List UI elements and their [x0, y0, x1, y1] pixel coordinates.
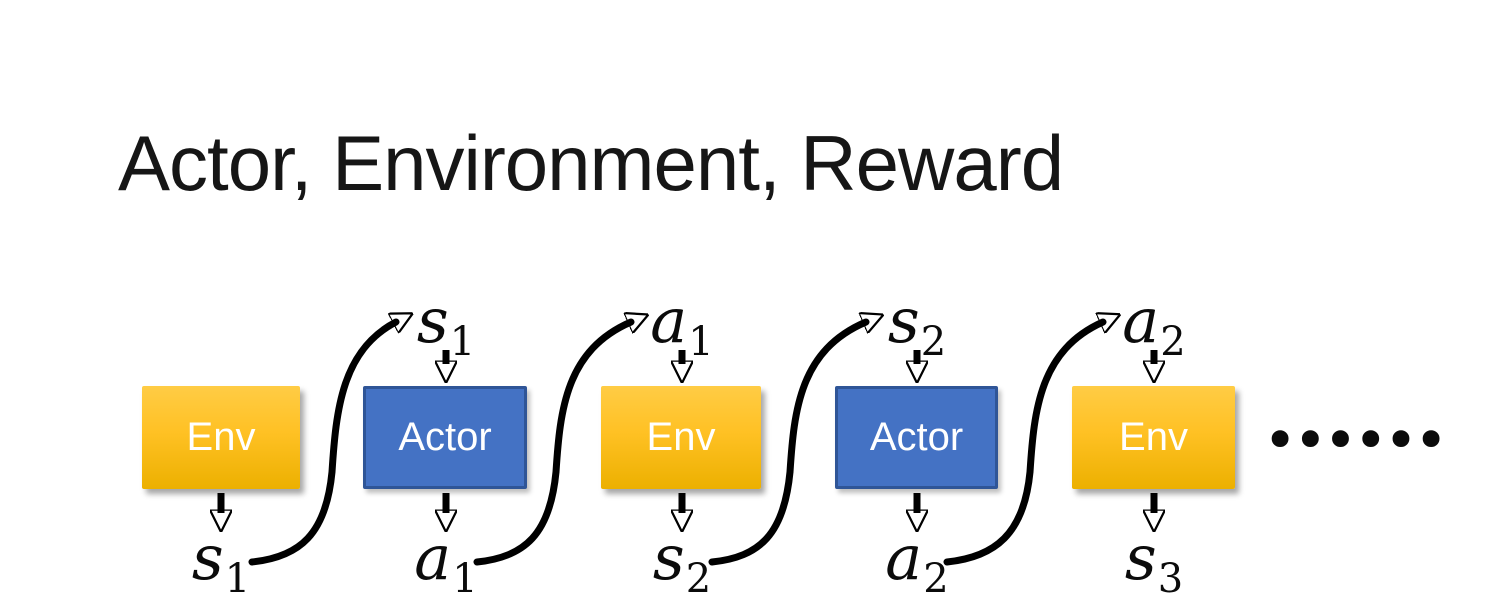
top-label-a1-letter: a	[650, 284, 688, 357]
bottom-label-s2: s2	[622, 527, 742, 603]
env-box-3-label: Env	[1119, 415, 1188, 459]
env-box-1-label: Env	[186, 415, 256, 459]
top-label-a2-sub: 2	[1160, 319, 1186, 365]
bottom-label-a1-letter: a	[414, 521, 452, 594]
actor-box-2: Actor	[835, 386, 998, 489]
env-box-2-label: Env	[646, 415, 716, 459]
bottom-label-s3-sub: 3	[1157, 556, 1184, 602]
bottom-label-s2-letter: s	[652, 521, 685, 594]
top-label-s2-letter: s	[887, 284, 920, 357]
bottom-label-s1-sub: 1	[224, 556, 251, 602]
top-label-a1: a1	[622, 290, 742, 366]
env-box-1: Env	[142, 386, 300, 489]
env-box-2: Env	[601, 386, 761, 489]
bottom-label-s1-letter: s	[191, 521, 224, 594]
slide-title: Actor, Environment, Reward	[118, 119, 1064, 207]
bottom-label-a2-letter: a	[885, 521, 923, 594]
bottom-label-s3: s3	[1094, 527, 1214, 603]
top-label-a1-sub: 1	[688, 319, 714, 365]
bottom-label-a1: a1	[386, 527, 506, 603]
bottom-label-a1-sub: 1	[452, 556, 478, 602]
bottom-label-s3-letter: s	[1124, 521, 1157, 594]
actor-box-1: Actor	[363, 386, 527, 489]
top-label-a2: a2	[1094, 290, 1214, 366]
env-box-3: Env	[1072, 386, 1235, 489]
top-label-a2-letter: a	[1122, 284, 1160, 357]
top-label-s1: s1	[386, 290, 506, 366]
bottom-label-a2: a2	[857, 527, 977, 603]
bottom-label-a2-sub: 2	[923, 556, 949, 602]
actor-box-2-label: Actor	[869, 415, 964, 459]
top-label-s1-letter: s	[416, 284, 449, 357]
top-label-s1-sub: 1	[449, 319, 476, 365]
continuation-ellipsis: ••••••	[1263, 406, 1448, 474]
top-label-s2-sub: 2	[920, 319, 947, 365]
bottom-label-s2-sub: 2	[685, 556, 712, 602]
top-label-s2: s2	[857, 290, 977, 366]
bottom-label-s1: s1	[161, 527, 281, 603]
actor-box-1-label: Actor	[398, 415, 492, 459]
